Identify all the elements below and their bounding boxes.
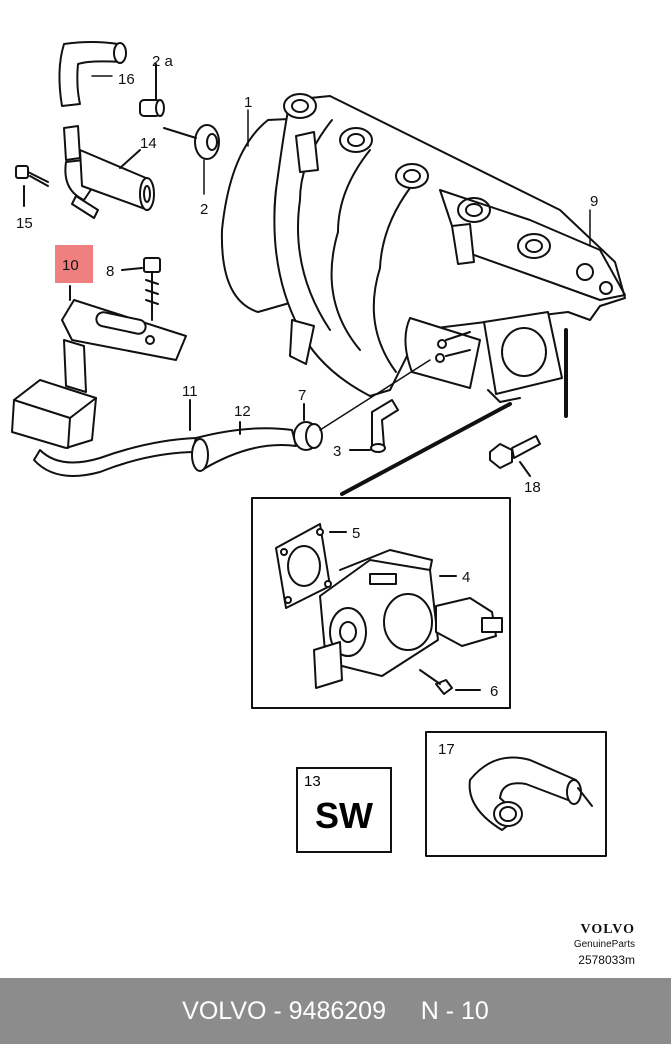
gasket-5 [275,523,347,609]
clamp-7 [293,403,323,451]
bushing-2a [139,63,165,117]
callout-4: 4 [462,569,470,586]
screw-15 [15,165,49,207]
valve-assembly-14 [58,41,155,219]
brand-block: VOLVO GenuineParts 2578033m [574,922,635,967]
hose-17 [468,756,593,831]
diagram-code: 2578033m [578,953,635,967]
screw-8 [121,257,161,321]
sw-label: SW [315,795,373,836]
callout-9: 9 [590,193,598,210]
callout-18: 18 [524,479,541,496]
footer-position: N - 10 [420,996,489,1025]
sensor-bracket-10 [11,285,187,449]
callout-15: 15 [16,215,33,232]
grommet-2 [163,124,220,160]
callout-14: 14 [140,135,157,152]
hose-11-12 [33,399,297,477]
volvo-logo-text: VOLVO [580,922,635,937]
footer-bar: VOLVO - 9486209 N - 10 [0,978,671,1044]
parts-diagram: 1 2 2 a 3 4 5 6 7 8 9 10 11 12 14 15 16 … [11,41,635,967]
callout-2: 2 [200,201,208,218]
footer-spacer [386,997,421,1026]
callout-13: 13 [304,773,321,790]
elbow-fitting-3 [349,399,399,453]
callout-10: 10 [62,257,79,274]
callout-17: 17 [438,741,455,758]
diagram-svg: 1 2 2 a 3 4 5 6 7 8 9 10 11 12 14 15 16 … [11,41,626,857]
callout-6: 6 [490,683,498,700]
footer-part-number: VOLVO - 9486209 [182,996,386,1025]
callout-11: 11 [182,383,198,400]
callout-5: 5 [352,525,360,542]
part-10-highlight [55,245,93,283]
throttle-body-4 [313,549,503,689]
screw-6 [419,669,481,695]
callout-16: 16 [118,71,135,88]
callout-1: 1 [244,94,252,111]
callout-8: 8 [106,263,114,280]
callout-12: 12 [234,403,251,420]
callout-7: 7 [298,387,306,404]
callout-3: 3 [333,443,341,460]
intake-manifold [220,93,626,403]
bolt-18 [489,435,541,477]
genuine-parts-label: GenuineParts [573,939,635,950]
software-box-13: 13 SW [296,767,392,853]
callout-2a: 2 a [152,53,174,70]
